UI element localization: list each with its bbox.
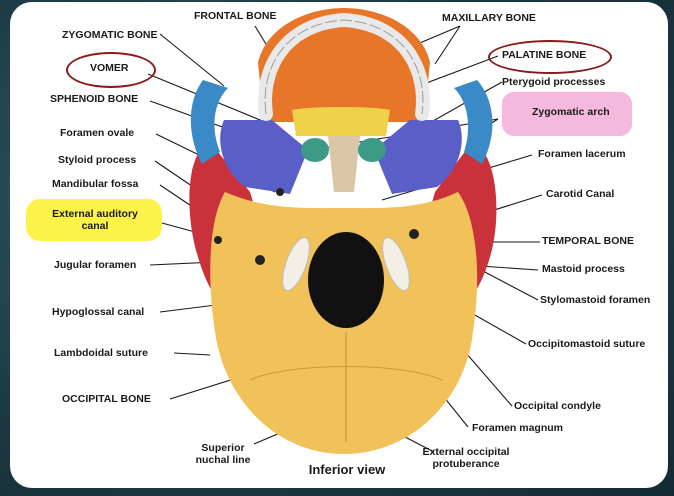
superior-nuchal-line-shape xyxy=(249,366,443,381)
label-occipital-bone: OCCIPITAL BONE xyxy=(62,393,151,405)
label-stylomastoid-foramen: Stylomastoid foramen xyxy=(540,294,651,306)
label-vomer: VOMER xyxy=(90,62,129,74)
label-occipitomastoid-suture: Occipitomastoid suture xyxy=(528,338,646,350)
label-palatine-bone: PALATINE BONE xyxy=(502,49,587,61)
view-caption: Inferior view xyxy=(308,462,386,477)
label-external-auditory-line1: External auditory xyxy=(52,208,138,220)
label-mandibular-fossa: Mandibular fossa xyxy=(52,178,139,190)
label-foramen-ovale: Foramen ovale xyxy=(60,127,135,139)
zygomatic-arch-left-shape xyxy=(190,80,228,164)
occipital-condyle-right xyxy=(382,236,410,292)
vomer-shape xyxy=(328,136,360,192)
label-lambdoidal-suture: Lambdoidal suture xyxy=(54,347,148,359)
sphenoid-bone-right-shape xyxy=(374,120,462,194)
palatine-annotation-circle xyxy=(488,40,612,74)
jugular-foramen-left xyxy=(255,255,265,265)
choana-left xyxy=(301,138,329,162)
label-external-auditory-canal: External auditory canal xyxy=(40,208,150,232)
label-superior-nuchal-line2: nuchal line xyxy=(195,454,251,466)
label-pterygoid-processes: Pterygoid processes xyxy=(502,76,606,88)
zygomatic-arch-right-shape xyxy=(454,80,493,164)
occipital-condyle-left xyxy=(282,236,310,292)
label-occipital-condyle: Occipital condyle xyxy=(514,400,601,412)
label-temporal-bone: TEMPORAL BONE xyxy=(542,235,634,247)
label-carotid-canal: Carotid Canal xyxy=(546,188,615,200)
external-auditory-highlight xyxy=(26,199,162,241)
label-ext-occipital-line2: protuberance xyxy=(432,458,500,470)
label-superior-nuchal-line1: Superior xyxy=(201,442,245,454)
label-foramen-magnum: Foramen magnum xyxy=(472,422,564,434)
label-mastoid-process: Mastoid process xyxy=(542,263,625,275)
label-zygomatic-arch: Zygomatic arch xyxy=(532,106,610,118)
label-frontal-bone: FRONTAL BONE xyxy=(194,10,277,22)
label-hypoglossal-canal: Hypoglossal canal xyxy=(52,306,145,318)
label-foramen-lacerum: Foramen lacerum xyxy=(538,148,626,160)
label-maxillary-bone: MAXILLARY BONE xyxy=(442,12,536,24)
palatine-bone-shape xyxy=(292,107,390,136)
label-jugular-foramen: Jugular foramen xyxy=(54,259,137,271)
label-styloid-process: Styloid process xyxy=(58,154,137,166)
zygomatic-arch-highlight xyxy=(502,92,632,136)
label-external-auditory-line2: canal xyxy=(81,220,109,232)
foramen-ovale-left xyxy=(276,188,284,196)
sphenoid-bone-left-shape xyxy=(220,120,308,194)
label-external-occipital-protuberance: External occipital protuberance xyxy=(408,446,524,470)
label-ext-occipital-line1: External occipital xyxy=(422,446,510,458)
label-zygomatic-bone: ZYGOMATIC BONE xyxy=(62,29,158,41)
carotid-canal-right xyxy=(409,229,419,239)
skull-inferior-view-illustration xyxy=(147,8,543,454)
foramen-magnum-shape xyxy=(308,232,384,328)
label-sphenoid-bone: SPHENOID BONE xyxy=(50,93,139,105)
diagram-card: FRONTAL BONE MAXILLARY BONE ZYGOMATIC BO… xyxy=(10,2,668,488)
vomer-annotation-circle xyxy=(66,52,156,88)
choana-right xyxy=(358,138,386,162)
external-auditory-left xyxy=(214,236,222,244)
label-superior-nuchal-line: Superior nuchal line xyxy=(186,442,260,466)
